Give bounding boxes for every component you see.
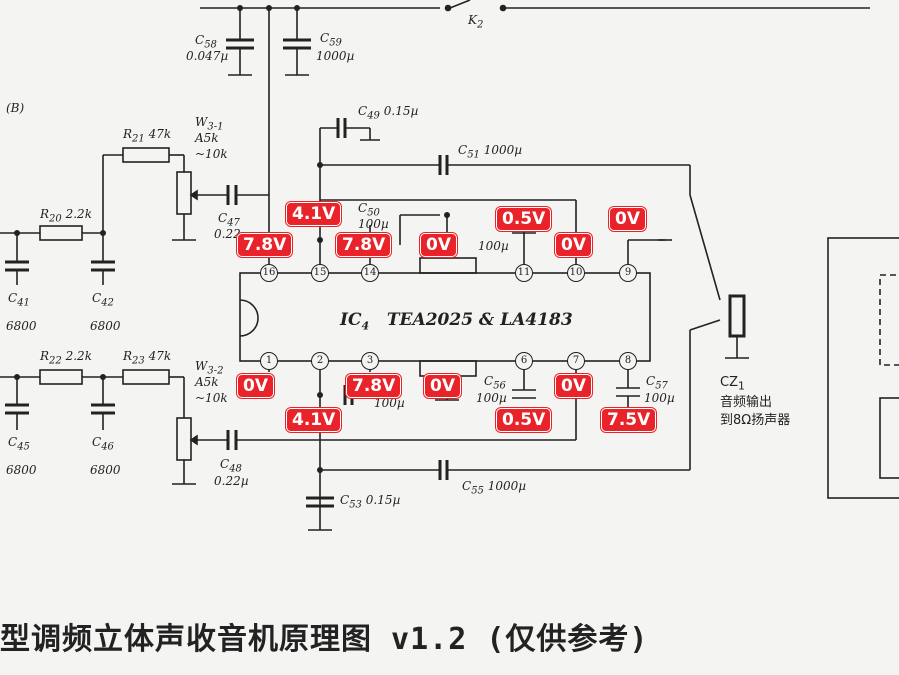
pin-7: 7 <box>567 352 585 370</box>
voltage-badge-pin11: 0.5V <box>496 207 552 231</box>
ic-title: IC4 TEA2025 & LA4183 <box>340 310 573 333</box>
c56-label: C56 <box>484 374 506 392</box>
voltage-badge-pin12: 0V <box>420 233 457 257</box>
w32-value: A5k <box>195 375 219 389</box>
voltage-badge-pin15: 4.1V <box>286 202 342 226</box>
voltage-badge-pin2: 4.1V <box>286 408 342 432</box>
cz1-desc-line1: 音频输出 <box>720 395 773 410</box>
w32-label: W3-2 <box>195 359 224 377</box>
c45-label: C45 <box>8 435 30 453</box>
c46-label: C46 <box>92 435 114 453</box>
c59-label: C59 <box>320 31 342 49</box>
pin-14: 14 <box>361 264 379 282</box>
r22-label: R22 2.2k <box>40 349 92 367</box>
voltage-badge-pin8: 7.5V <box>601 408 657 432</box>
pin-11: 11 <box>515 264 533 282</box>
pin-2: 2 <box>311 352 329 370</box>
c42-label: C42 <box>92 291 114 309</box>
c54-value: 100µ <box>374 396 405 410</box>
voltage-badge-pin7: 0V <box>555 374 592 398</box>
pin-3: 3 <box>361 352 379 370</box>
c49-label: C49 0.15µ <box>358 104 419 122</box>
c42-value: 6800 <box>90 319 121 333</box>
w31-value: A5k <box>195 131 219 145</box>
c58-label: C58 <box>195 33 217 51</box>
switch-k2-label: K2 <box>468 13 484 31</box>
w32-range: ~10k <box>195 391 228 405</box>
c57-value: 100µ <box>644 391 675 405</box>
c59-value: 1000µ <box>316 49 355 63</box>
c47-label: C47 <box>218 211 240 229</box>
c46-value: 6800 <box>90 463 121 477</box>
r23-label: R23 47k <box>123 349 172 367</box>
c50-label: C50 <box>358 201 380 219</box>
cz1-desc-line2: 到8Ω扬声器 <box>720 413 791 428</box>
c50-value: 100µ <box>358 217 389 231</box>
voltage-badge-pin3: 7.8V <box>346 374 402 398</box>
voltage-badge-pin9: 0V <box>609 207 646 231</box>
pin-9: 9 <box>619 264 637 282</box>
r21-label: R21 47k <box>123 127 172 145</box>
voltage-badge-pin1: 0V <box>237 374 274 398</box>
diagram-title: 型调频立体声收音机原理图 v1.2 (仅供参考) <box>0 622 649 657</box>
ic-notch <box>239 299 259 337</box>
c55-label: C55 1000µ <box>462 479 527 497</box>
pin-6: 6 <box>515 352 533 370</box>
r20-label: R20 2.2k <box>40 207 92 225</box>
c47-value: 0.22 <box>214 227 241 241</box>
cz1-label: CZ1 <box>720 375 745 393</box>
pin-16: 16 <box>260 264 278 282</box>
c41-label: C41 <box>8 291 30 309</box>
c52-value: 100µ <box>478 239 509 253</box>
c58-value: 0.047µ <box>186 49 229 63</box>
c57-label: C57 <box>646 374 668 392</box>
pin-10: 10 <box>567 264 585 282</box>
voltage-badge-pin10: 0V <box>555 233 592 257</box>
c48-value: 0.22µ <box>214 474 249 488</box>
pin-8: 8 <box>619 352 637 370</box>
c41-value: 6800 <box>6 319 37 333</box>
voltage-badge-pin5: 0V <box>424 374 461 398</box>
w31-range: ~10k <box>195 147 228 161</box>
pin-1: 1 <box>260 352 278 370</box>
voltage-badge-pin14: 7.8V <box>336 233 392 257</box>
section-b-label: (B) <box>6 101 25 115</box>
c45-value: 6800 <box>6 463 37 477</box>
voltage-badge-pin16: 7.8V <box>237 233 293 257</box>
w31-label: W3-1 <box>195 115 224 133</box>
voltage-badge-pin6: 0.5V <box>496 408 552 432</box>
c53-label: C53 0.15µ <box>340 493 401 511</box>
c56-value: 100µ <box>476 391 507 405</box>
c51-label: C51 1000µ <box>458 143 523 161</box>
c48-label: C48 <box>220 457 242 475</box>
pin-15: 15 <box>311 264 329 282</box>
